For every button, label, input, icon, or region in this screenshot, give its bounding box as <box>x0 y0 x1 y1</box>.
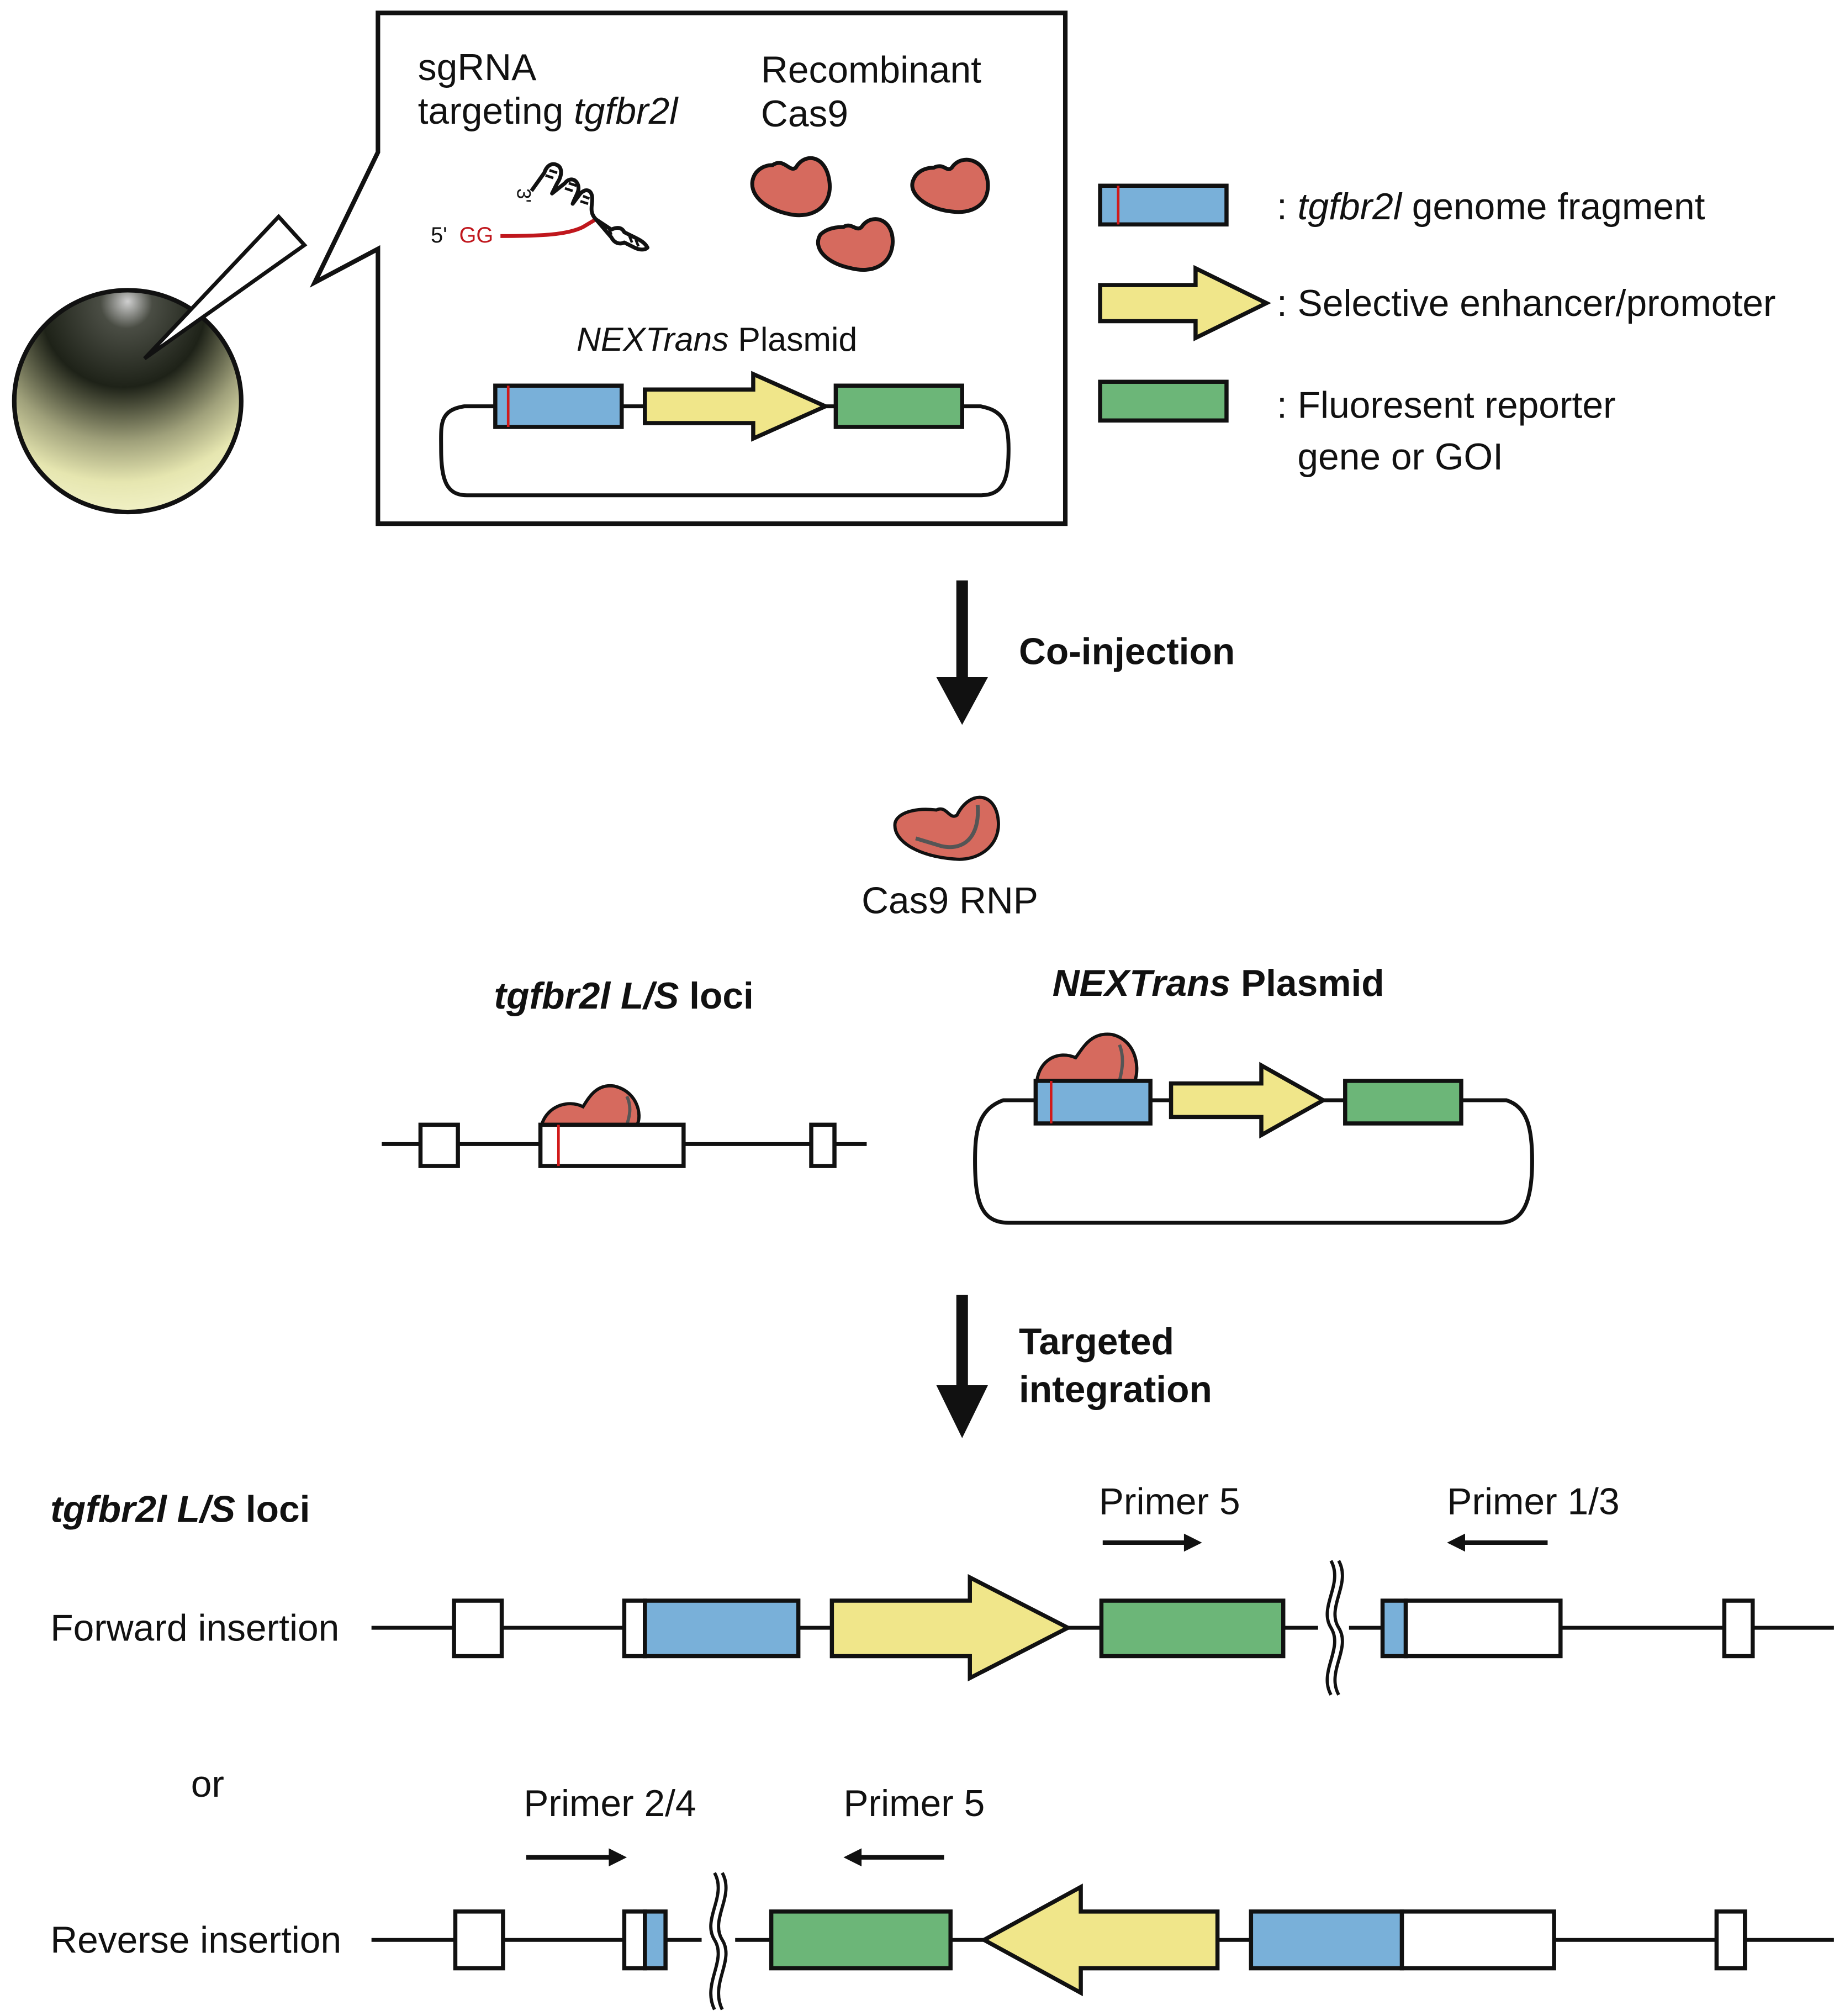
injection-needle <box>143 214 308 361</box>
or-label: or <box>191 1764 224 1805</box>
legend-reporter-label-line2: gene or GOI <box>1297 436 1503 478</box>
oocyte <box>12 288 244 515</box>
reporter-block <box>833 383 964 429</box>
three-prime-label: 3' <box>513 188 535 203</box>
plasmid-name-rest: Plasmid <box>728 320 857 358</box>
targeted-label-line1: Targeted <box>1019 1321 1174 1363</box>
target-exon-box <box>538 1122 686 1168</box>
five-prime-label: 5' <box>431 223 447 247</box>
plasmid-backbone <box>439 404 1011 498</box>
exon-box <box>809 1122 837 1168</box>
forward-insertion: tgfbr2l L/S loci Forward insertion Prime… <box>50 1481 1834 1696</box>
legend-genome-fragment-swatch <box>1098 183 1229 227</box>
legend-genome-fragment-label: : tgfbr2l genome fragment <box>1277 186 1705 228</box>
cas9-rnp-label: Cas9 RNP <box>861 880 1038 921</box>
cas9-rnp: Cas9 RNP <box>861 795 1038 921</box>
cas9-protein-icon <box>750 156 832 218</box>
genome-fragment-block <box>1249 1909 1404 1971</box>
primer-label: Primer 5 <box>1099 1481 1240 1523</box>
integration-step: Targeted integration <box>936 1295 1212 1438</box>
primer-forward-arrow-icon <box>1102 1533 1202 1552</box>
genome-fragment-block <box>1033 1079 1153 1126</box>
exon-remnant-box <box>622 1909 647 1971</box>
target-exon-box <box>1403 1598 1563 1659</box>
exon-box <box>453 1909 505 1971</box>
loci-title: tgfbr2l L/S loci <box>494 975 754 1017</box>
primer-forward-arrow-icon <box>526 1848 627 1867</box>
oocyte-cell <box>12 288 244 515</box>
forward-insertion-label: Forward insertion <box>50 1607 339 1649</box>
sgrna-icon: 5' GG 3' <box>431 162 649 252</box>
reporter-block <box>769 1909 953 1971</box>
plasmid-title: NEXTrans Plasmid <box>1053 963 1384 1004</box>
panel-plasmid-label: NEXTrans Plasmid <box>577 320 857 358</box>
genome-fragment-remnant <box>643 1909 668 1971</box>
legend-reporter-swatch <box>1098 379 1229 423</box>
break-symbol-icon <box>1318 1560 1349 1696</box>
sgrna-gene-name: tgfbr2l <box>574 91 679 132</box>
gg-label: GG <box>459 223 493 247</box>
legend-item-genome-fragment: : tgfbr2l genome fragment <box>1098 183 1705 228</box>
guide-rna-curve <box>915 804 980 849</box>
sgrna-label-line2: targeting tgfbr2l <box>418 91 679 132</box>
enhancer-arrow <box>1169 1062 1328 1139</box>
coinjection-label: Co-injection <box>1019 631 1235 673</box>
genome-fragment-block <box>643 1598 801 1659</box>
primer-label: Primer 5 <box>843 1783 985 1824</box>
nextrans-plasmid: NEXTrans Plasmid <box>973 963 1534 1225</box>
legend-item-reporter: : Fluoresent reporter gene or GOI <box>1098 379 1616 478</box>
exon-remnant-box <box>622 1598 647 1659</box>
plasmid-backbone <box>973 1098 1534 1225</box>
primer-label: Primer 2/4 <box>524 1783 696 1824</box>
exon-box <box>1722 1598 1755 1659</box>
genome-fragment-remnant <box>1380 1598 1408 1659</box>
enhancer-arrow-reversed <box>980 1883 1220 1997</box>
legend-enhancer-arrow-swatch <box>1098 265 1271 341</box>
guide-rna-curve <box>1118 1044 1124 1081</box>
sgrna-label-prefix: targeting <box>418 91 574 132</box>
coinjection-step: Co-injection <box>936 580 1235 725</box>
plasmid-name-italic: NEXTrans <box>577 320 728 358</box>
cas9-protein-icon <box>816 217 895 272</box>
primer-reverse-arrow-icon <box>843 1848 944 1867</box>
reverse-insertion: or Reverse insertion Primer 2/4 Primer 5 <box>50 1764 1834 2010</box>
result-loci-title: tgfbr2l L/S loci <box>50 1489 310 1531</box>
break-symbol-icon <box>701 1872 736 2010</box>
cas9-protein-icon <box>910 157 990 214</box>
target-loci: tgfbr2l L/S loci <box>382 975 867 1168</box>
enhancer-arrow <box>829 1574 1072 1682</box>
sgrna-rungs <box>545 169 640 247</box>
sgrna-hairpins <box>530 162 649 252</box>
target-exon-box <box>1399 1909 1556 1971</box>
cas9-label-line1: Recombinant <box>761 49 981 91</box>
legend: : tgfbr2l genome fragment : Selective en… <box>1098 183 1775 478</box>
primer-label: Primer 1/3 <box>1447 1481 1619 1523</box>
reporter-block <box>1343 1079 1463 1126</box>
reverse-insertion-label: Reverse insertion <box>50 1920 341 1961</box>
primer-reverse-arrow-icon <box>1447 1533 1548 1552</box>
enhancer-arrow <box>643 371 831 442</box>
exon-box <box>418 1122 460 1168</box>
genome-fragment-block <box>493 383 624 429</box>
exon-box <box>452 1598 504 1659</box>
cas9-bound-icon <box>1035 1032 1139 1083</box>
cas9-label-line2: Cas9 <box>761 93 848 135</box>
injection-panel: sgRNA targeting tgfbr2l Recombinant Cas9… <box>309 10 1068 526</box>
cas9-bound-icon <box>540 1084 641 1127</box>
legend-enhancer-label: : Selective enhancer/promoter <box>1277 283 1775 324</box>
down-arrow-head-icon <box>936 1385 988 1438</box>
legend-reporter-label: : Fluoresent reporter <box>1277 385 1616 426</box>
guide-sequence-line <box>500 217 597 238</box>
targeted-label-line2: integration <box>1019 1369 1212 1410</box>
legend-item-enhancer-promoter: : Selective enhancer/promoter <box>1098 265 1775 341</box>
cas9-rnp-icon <box>893 795 1000 861</box>
reporter-block <box>1099 1598 1286 1659</box>
sgrna-label-line1: sgRNA <box>418 47 537 88</box>
down-arrow-head-icon <box>936 677 988 725</box>
exon-box <box>1714 1909 1747 1971</box>
